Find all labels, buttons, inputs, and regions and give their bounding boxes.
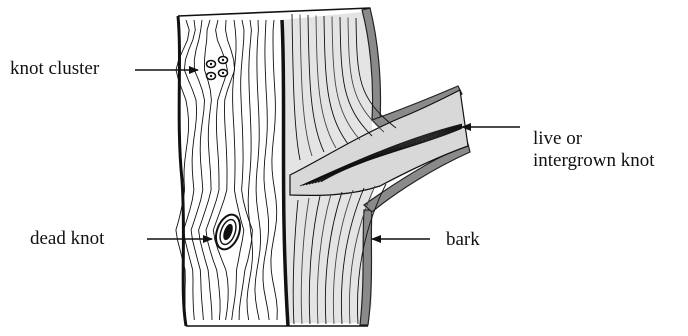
bark-label: bark <box>446 229 480 251</box>
dead-knot-mark <box>212 211 245 252</box>
live-knot-label-line1: live or <box>533 128 655 150</box>
dead-knot-label: dead knot <box>30 228 104 250</box>
left-face-grain <box>176 20 277 320</box>
knot-cluster-label: knot cluster <box>10 58 99 80</box>
live-knot-label: live or intergrown knot <box>533 128 655 172</box>
live-knot-label-line2: intergrown knot <box>533 150 655 172</box>
knot-cluster-mark <box>207 57 228 80</box>
